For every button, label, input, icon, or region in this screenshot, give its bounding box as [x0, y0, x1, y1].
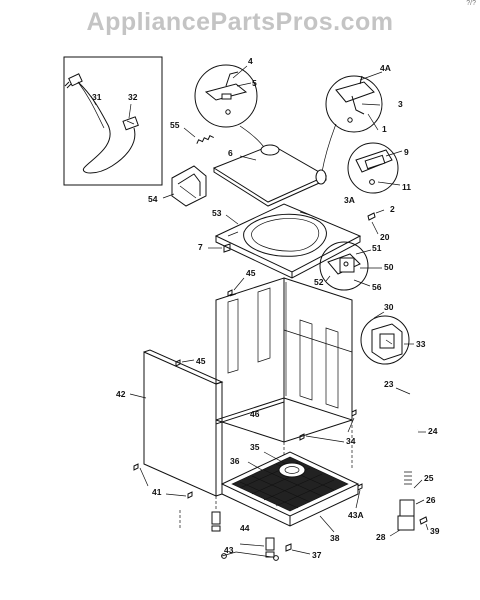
callout-41: 41	[152, 487, 162, 497]
callout-28: 28	[376, 532, 386, 542]
callout-45-top: 45	[246, 268, 256, 278]
callout-3: 3	[398, 99, 403, 109]
watermark: AppliancePartsPros.com	[86, 8, 394, 36]
base-38	[220, 451, 360, 533]
feet-43	[211, 483, 363, 561]
callout-26: 26	[426, 495, 436, 505]
callout-52: 52	[314, 277, 324, 287]
callout-56: 56	[372, 282, 382, 292]
callout-34: 34	[346, 436, 356, 446]
callout-4a: 4A	[380, 63, 391, 73]
callout-7: 7	[198, 242, 203, 252]
callout-32: 32	[128, 92, 138, 102]
corner-mark: ?/?	[466, 0, 476, 7]
detail-circle-5	[194, 64, 258, 128]
callout-9: 9	[404, 147, 409, 157]
screw-2	[367, 209, 385, 235]
screw-7	[208, 243, 231, 253]
callout-38: 38	[330, 533, 340, 543]
callout-20: 20	[380, 232, 390, 242]
callout-4: 4	[248, 56, 253, 66]
callout-11: 11	[402, 182, 411, 192]
detail-circle-3	[325, 71, 383, 133]
callout-43a: 43A	[348, 510, 364, 520]
callout-1: 1	[382, 124, 387, 134]
callout-46: 46	[250, 409, 260, 419]
callout-2: 2	[390, 204, 395, 214]
callout-23: 23	[384, 379, 394, 389]
callout-36: 36	[230, 456, 240, 466]
callout-24: 24	[428, 426, 438, 436]
callout-37: 37	[312, 550, 322, 560]
drain-hose-23	[389, 387, 429, 537]
callout-45-front: 45	[196, 356, 206, 366]
callout-25: 25	[424, 473, 434, 483]
callout-5: 5	[252, 78, 257, 88]
callout-54: 54	[148, 194, 158, 204]
callout-42: 42	[116, 389, 126, 399]
callout-50: 50	[384, 262, 394, 272]
detail-circle-9	[347, 142, 403, 194]
callout-33: 33	[416, 339, 426, 349]
front-panel-42	[129, 349, 224, 497]
top-cover-53	[214, 203, 362, 279]
callout-35: 35	[250, 442, 260, 452]
rear-panel-46	[215, 277, 285, 425]
bracket-54	[162, 165, 207, 207]
callout-55: 55	[170, 120, 180, 130]
lid-panel-6	[212, 144, 328, 207]
callout-31: 31	[92, 92, 102, 102]
callout-30: 30	[384, 302, 394, 312]
callout-51: 51	[372, 243, 382, 253]
callout-3a: 3A	[344, 195, 355, 205]
callout-6: 6	[228, 148, 233, 158]
callout-43: 43	[224, 545, 234, 555]
detail-circle-50	[319, 241, 382, 291]
callout-53: 53	[212, 208, 222, 218]
detail-circle-33	[360, 311, 414, 365]
callout-39: 39	[430, 526, 440, 536]
spring-55	[183, 127, 214, 144]
callout-44: 44	[240, 523, 250, 533]
power-cord-inset	[63, 56, 163, 186]
